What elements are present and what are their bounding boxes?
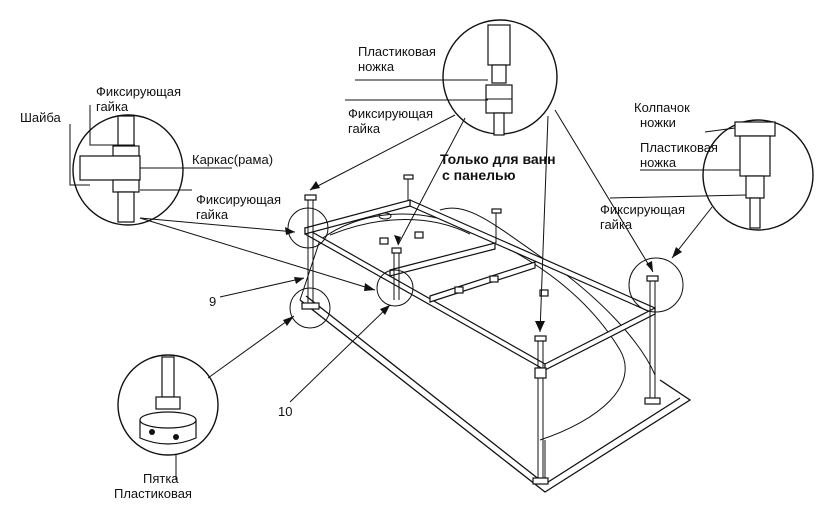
label-panel-only-l1: Только для ванн <box>440 151 556 167</box>
label-fix-nut-left-bottom-l1: Фиксирующая <box>196 192 281 207</box>
frame-rails <box>304 199 656 372</box>
label-leg-cap: Колпачок ножки <box>634 100 693 130</box>
label-heel-l1: Пятка <box>143 471 179 486</box>
label-fix-nut-left-top-l2: гайка <box>96 99 129 114</box>
highlight-circle-front-left <box>287 207 329 249</box>
label-panel-only-l2: с панелью <box>442 167 516 183</box>
highlight-circle-middle <box>376 269 414 307</box>
highlight-circle-heel <box>289 287 331 329</box>
arrow-heads <box>283 181 682 332</box>
label-leg-cap-l2: ножки <box>640 115 676 130</box>
label-plastic-leg-top: Пластиковая ножка <box>358 44 440 74</box>
label-plastic-leg-top-l2: ножка <box>358 59 395 74</box>
highlight-circle-right <box>628 257 684 313</box>
label-leg-cap-l1: Колпачок <box>634 100 690 115</box>
label-fix-nut-top-l1: Фиксирующая <box>348 106 433 121</box>
leader-lines <box>69 79 747 480</box>
label-fix-nut-right-l1: Фиксирующая <box>600 202 685 217</box>
label-fix-nut-right: Фиксирующая гайка <box>600 202 689 232</box>
label-fix-nut-top-l2: гайка <box>348 121 381 136</box>
detail-circle-left <box>72 114 184 226</box>
detail-circle-right <box>702 119 814 231</box>
label-fix-nut-left-top-l1: Фиксирующая <box>96 84 181 99</box>
label-fix-nut-right-l2: гайка <box>600 217 633 232</box>
label-plastic-leg-right-l2: ножка <box>640 155 677 170</box>
label-heel-l2: Пластиковая <box>114 486 192 501</box>
label-fix-nut-left-bottom: Фиксирующая гайка <box>196 192 285 222</box>
legs <box>301 174 661 485</box>
label-fix-nut-left-bottom-l2: гайка <box>196 207 229 222</box>
detail-circle-top <box>442 19 558 136</box>
detail-circle-heel <box>117 354 219 456</box>
label-heel: Пятка Пластиковая <box>114 471 192 501</box>
label-plastic-leg-right-l1: Пластиковая <box>640 140 718 155</box>
label-number-9: 9 <box>209 294 216 309</box>
label-plastic-leg-right: Пластиковая ножка <box>640 140 722 170</box>
label-frame: Каркас(рама) <box>192 152 273 167</box>
label-number-10: 10 <box>278 404 292 419</box>
label-fix-nut-top: Фиксирующая гайка <box>348 106 437 136</box>
label-plastic-leg-top-l1: Пластиковая <box>358 44 436 59</box>
label-washer: Шайба <box>20 110 62 125</box>
label-fix-nut-left-top: Фиксирующая гайка <box>96 84 185 114</box>
label-panel-only: Только для ванн с панелью <box>440 151 560 183</box>
labels: Шайба Фиксирующая гайка Каркас(рама) Фик… <box>20 44 722 501</box>
